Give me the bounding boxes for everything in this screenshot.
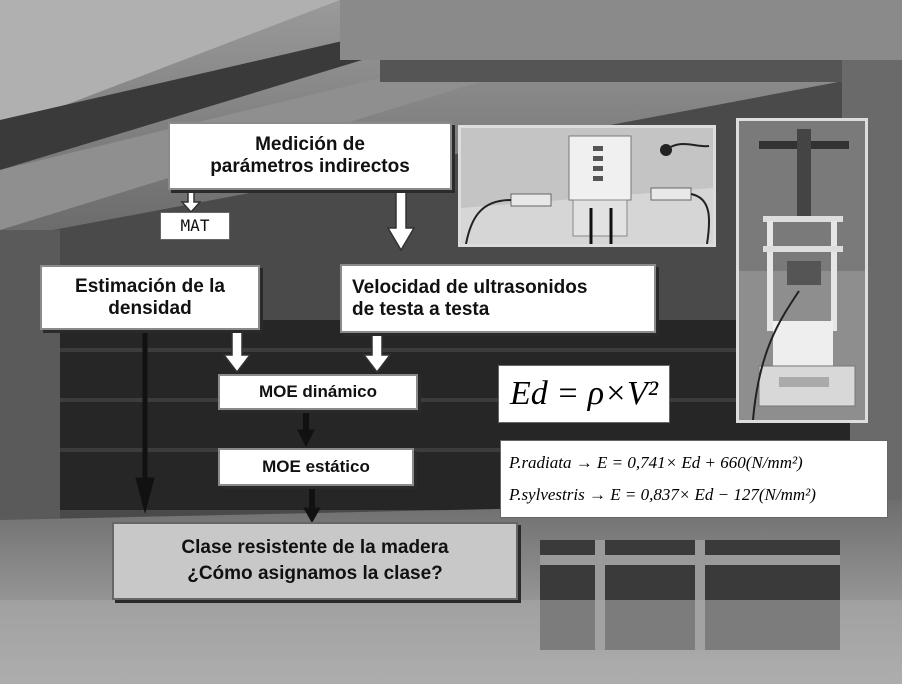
clase-resistente-box: Clase resistente de la madera ¿Cómo asig… [112, 522, 518, 600]
medicion-line-1: Medición de [255, 134, 365, 156]
clase-line-2: ¿Cómo asignamos la clase? [187, 563, 443, 584]
moe-estatico-box: MOE estático [218, 448, 414, 486]
ed-formula-box: Ed = ρ×V² [498, 365, 670, 423]
mat-label-box: MAT [160, 212, 230, 240]
sylvestris-equation: P.sylvestris → E = 0,837× Ed − 127(N/mm²… [509, 485, 816, 504]
ultrasonic-device-photo [458, 125, 716, 247]
moe-dinamico-box: MOE dinámico [218, 374, 418, 410]
pine-equations-box: P.radiata → E = 0,741× Ed + 660(N/mm²) P… [500, 440, 888, 518]
densidad-line-2: densidad [108, 297, 192, 319]
mat-label: MAT [180, 215, 210, 235]
test-device-photo [736, 118, 868, 423]
radiata-equation: P.radiata → E = 0,741× Ed + 660(N/mm²) [509, 453, 803, 472]
estimacion-densidad-box: Estimación de la densidad [40, 265, 260, 330]
medicion-parametros-box: Medición de parámetros indirectos [168, 122, 452, 190]
moe-dinamico-label: MOE dinámico [258, 382, 378, 402]
velocidad-line-1: Velocidad de ultrasonidos [352, 276, 588, 298]
velocidad-ultrasonidos-box: Velocidad de ultrasonidos de testa a tes… [340, 264, 656, 333]
clase-line-1: Clase resistente de la madera [181, 537, 449, 559]
ed-formula: Ed = ρ×V² [510, 375, 658, 412]
medicion-line-2: parámetros indirectos [210, 156, 410, 177]
velocidad-line-2: de testa a testa [352, 298, 490, 320]
densidad-line-1: Estimación de la [75, 275, 225, 297]
moe-estatico-label: MOE estático [262, 457, 370, 477]
